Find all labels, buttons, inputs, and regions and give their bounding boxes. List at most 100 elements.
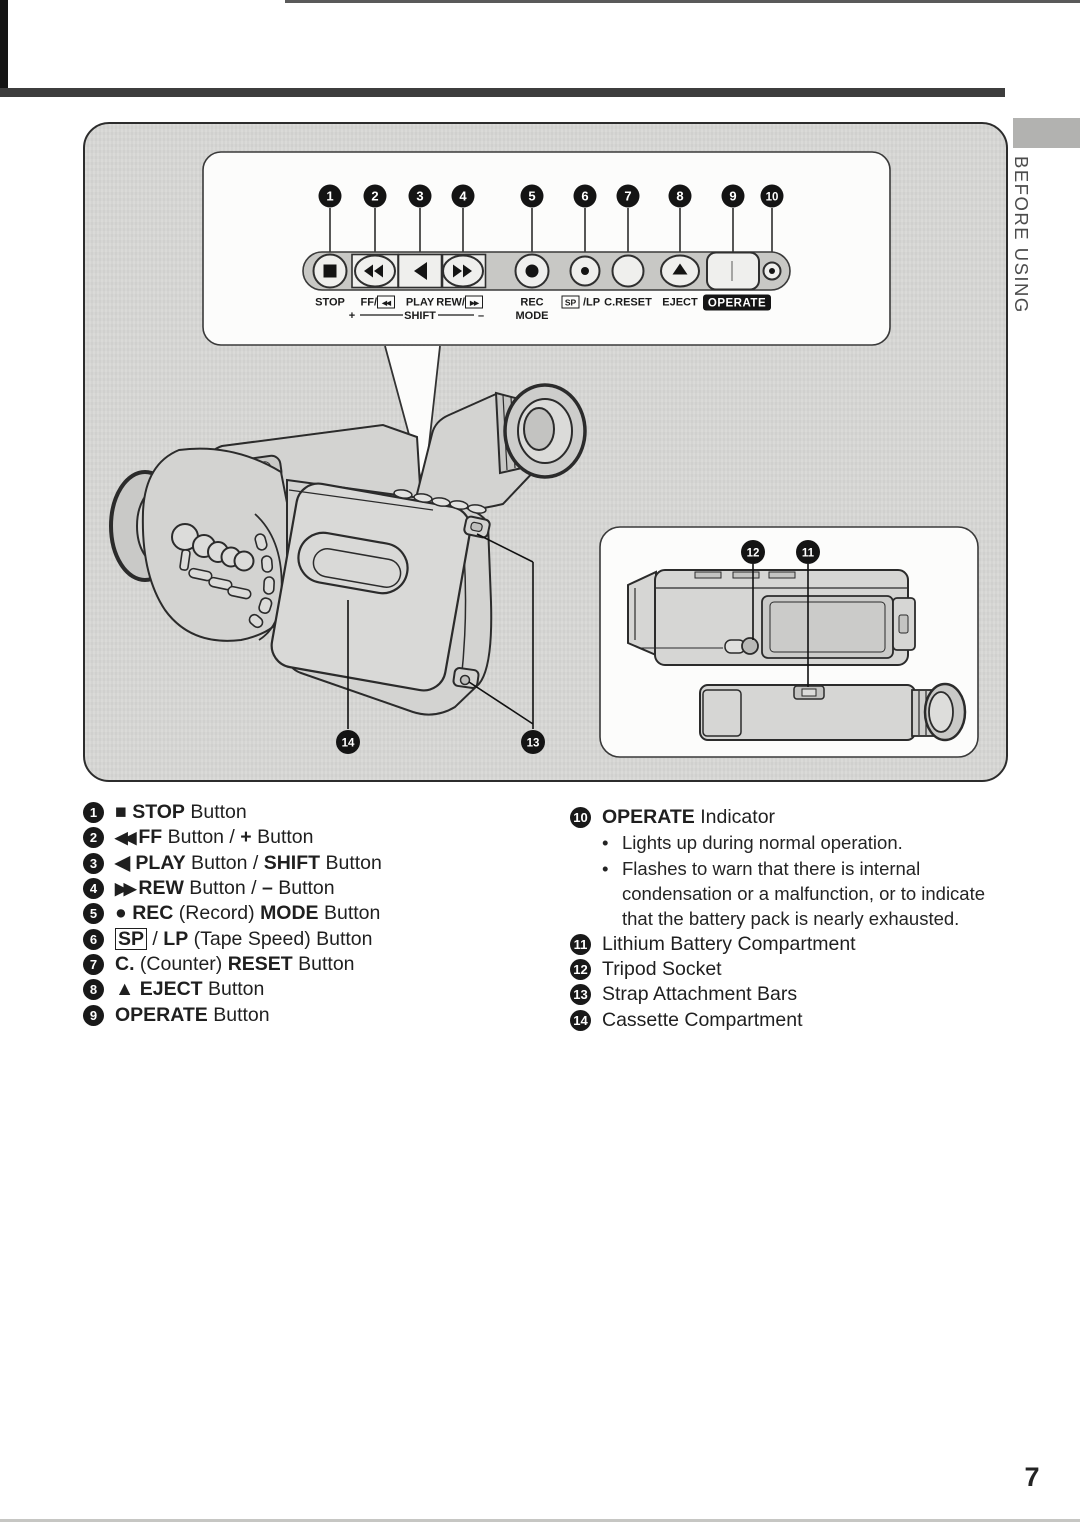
inset-lens xyxy=(627,570,657,657)
callout-number: 7 xyxy=(83,953,104,975)
legend-item: 11 Lithium Battery Compartment xyxy=(570,931,1010,956)
callout-number: 6 xyxy=(83,928,104,950)
grip-recess-inner xyxy=(312,548,402,588)
eyecup-inner xyxy=(523,407,555,451)
legend-text-segment: EJECT xyxy=(139,978,203,1001)
callout-circle xyxy=(741,540,765,564)
legend-text-segment: (Record) xyxy=(173,902,261,925)
callout-circle xyxy=(520,184,544,208)
legend-item-text: SP / LP (Tape Speed) Button xyxy=(115,927,373,951)
legend-item: 5● REC (Record) MODE Button xyxy=(83,901,553,926)
bullet-dot: • xyxy=(602,832,609,854)
callout-number: 9 xyxy=(729,189,736,204)
section-tab xyxy=(1013,118,1080,148)
legend-text-segment: Lithium Battery Compartment xyxy=(602,932,856,955)
arc-pill-1 xyxy=(254,533,268,551)
legend-item: 3◀ PLAY Button / SHIFT Button xyxy=(83,851,553,876)
front-pill-3 xyxy=(227,585,252,600)
callout-circle xyxy=(721,184,745,208)
lp-label: /LP xyxy=(583,297,600,309)
eject-label: EJECT xyxy=(662,297,698,309)
front-slot xyxy=(179,549,191,571)
rewind-icon xyxy=(453,264,472,278)
legend-item: 4▶▶REW Button / – Button xyxy=(83,876,553,901)
legend-item-text: ▲ EJECT Button xyxy=(115,978,264,1001)
legend-text-segment: Button xyxy=(292,952,355,975)
leader-12-11 xyxy=(752,564,809,687)
callout-circle xyxy=(336,730,360,754)
strap-bar-bottom-ring xyxy=(459,674,471,686)
arc-pill-5 xyxy=(248,613,264,629)
stop-label: STOP xyxy=(315,297,345,309)
legend-text-segment: Button xyxy=(320,852,382,875)
legend-text-segment: Button xyxy=(207,1003,270,1026)
legend-item: 8 ▲ EJECT Button xyxy=(83,977,553,1002)
page-bottom-edge xyxy=(0,1519,1080,1522)
callout-number: 10 xyxy=(570,807,591,829)
legend-text-segment: Strap Attachment Bars xyxy=(602,983,798,1006)
callout-circle xyxy=(796,540,820,564)
callout-number: 10 xyxy=(766,192,779,204)
legend-text-segment: – xyxy=(261,877,273,900)
arc-pill-4 xyxy=(258,597,273,614)
tripod-socket xyxy=(741,637,759,655)
camcorder-inset-drawing xyxy=(627,569,967,742)
ff-label: FF/ xyxy=(361,297,378,309)
legend-text-segment: REW xyxy=(138,877,184,900)
inset-lower-block xyxy=(702,689,742,737)
rew-box-glyph: ▶▶ xyxy=(469,300,480,307)
arc-pill-3 xyxy=(262,576,275,595)
ridge-button-4 xyxy=(449,500,469,510)
callout-circle xyxy=(521,730,545,754)
play-label: PLAY xyxy=(406,297,435,309)
operate-label-box xyxy=(703,294,771,311)
legend-text-segment: / xyxy=(147,927,164,950)
page-top-edge xyxy=(285,0,1080,3)
stop-icon: ■ xyxy=(115,801,133,824)
legend-text-segment: Button xyxy=(251,826,314,849)
callout-number: 11 xyxy=(570,933,591,955)
callout-number: 5 xyxy=(528,189,535,204)
bullet-dot: • xyxy=(602,857,609,879)
callout-number: 8 xyxy=(83,979,104,1001)
legend-text-segment: Indicator xyxy=(694,806,776,829)
legend-text-segment: C. xyxy=(115,952,135,975)
play-icon xyxy=(414,262,427,280)
callout-number: 2 xyxy=(371,189,378,204)
legend-item-text: Tripod Socket xyxy=(602,958,722,981)
record-icon: ● xyxy=(115,902,133,925)
legend-item: 6 SP / LP (Tape Speed) Button xyxy=(83,926,553,951)
legend-text-segment: Button / xyxy=(183,877,262,900)
legend-text-segment: REC xyxy=(132,902,174,925)
plus-label: + xyxy=(349,310,355,322)
callout-number: 1 xyxy=(326,189,333,204)
inset-vent-1 xyxy=(694,571,722,579)
bullet-text: Lights up during normal operation. xyxy=(622,832,903,854)
callout-number: 3 xyxy=(83,852,104,874)
page-number: 7 xyxy=(1024,1462,1040,1492)
ff-box-glyph: ◀◀ xyxy=(381,300,392,307)
counter-reset-button-drawing xyxy=(611,254,645,288)
inset-vent-3 xyxy=(768,571,796,579)
legend-text-segment: Tripod Socket xyxy=(602,957,722,980)
legend-item-text: Cassette Compartment xyxy=(602,1009,803,1032)
callout-circle xyxy=(760,184,784,208)
rewind-icon: ▶▶ xyxy=(115,880,136,899)
inset-end-slot xyxy=(898,614,909,634)
legend-item-text: OPERATE Button xyxy=(115,1004,270,1027)
legend-item: 2◀◀FF Button / + Button xyxy=(83,825,553,850)
callout-number: 11 xyxy=(802,548,815,560)
legend-text-segment: Button / xyxy=(185,852,264,875)
callout-number: 14 xyxy=(342,738,355,750)
legend-text-segment: LP xyxy=(163,927,189,950)
callout-number: 7 xyxy=(624,189,631,204)
ridge-button-5 xyxy=(467,504,487,514)
callout-number: 4 xyxy=(83,878,104,900)
callout-number: 1 xyxy=(83,802,104,824)
legend-text-segment: Button xyxy=(202,978,265,1001)
